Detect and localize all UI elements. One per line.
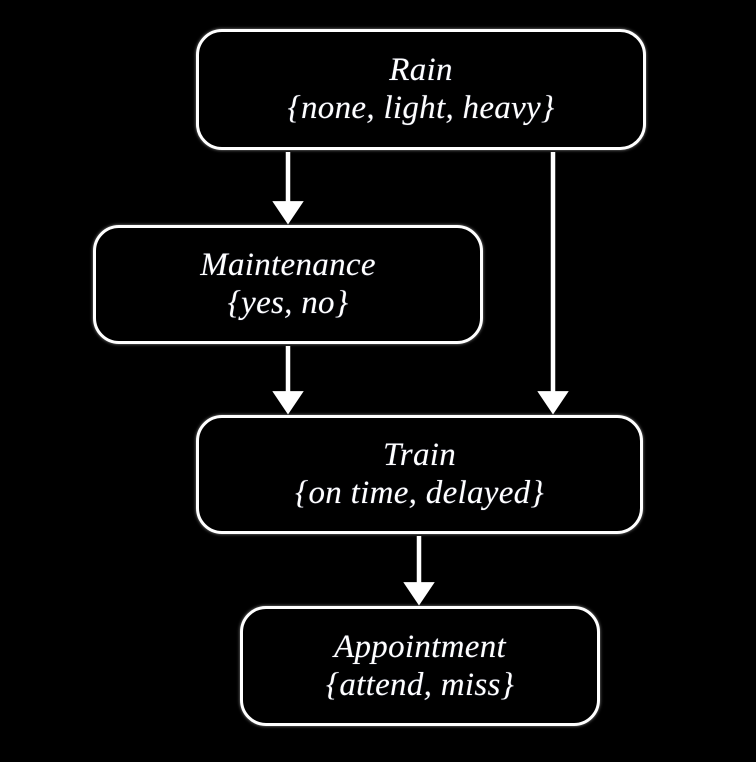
node-rain-values: {none, light, heavy}: [287, 90, 555, 126]
node-maintenance[interactable]: Maintenance {yes, no}: [93, 225, 483, 344]
node-appointment-title: Appointment: [334, 628, 506, 665]
node-appointment-values: {attend, miss}: [325, 666, 515, 703]
node-maintenance-title: Maintenance: [200, 247, 376, 284]
node-rain[interactable]: Rain {none, light, heavy}: [196, 29, 646, 150]
node-rain-title: Rain: [389, 52, 453, 89]
node-train[interactable]: Train {on time, delayed}: [196, 415, 643, 534]
node-train-values: {on time, delayed}: [295, 475, 544, 511]
node-appointment[interactable]: Appointment {attend, miss}: [240, 606, 600, 726]
node-train-title: Train: [382, 437, 457, 474]
node-maintenance-values: {yes, no}: [227, 285, 349, 321]
